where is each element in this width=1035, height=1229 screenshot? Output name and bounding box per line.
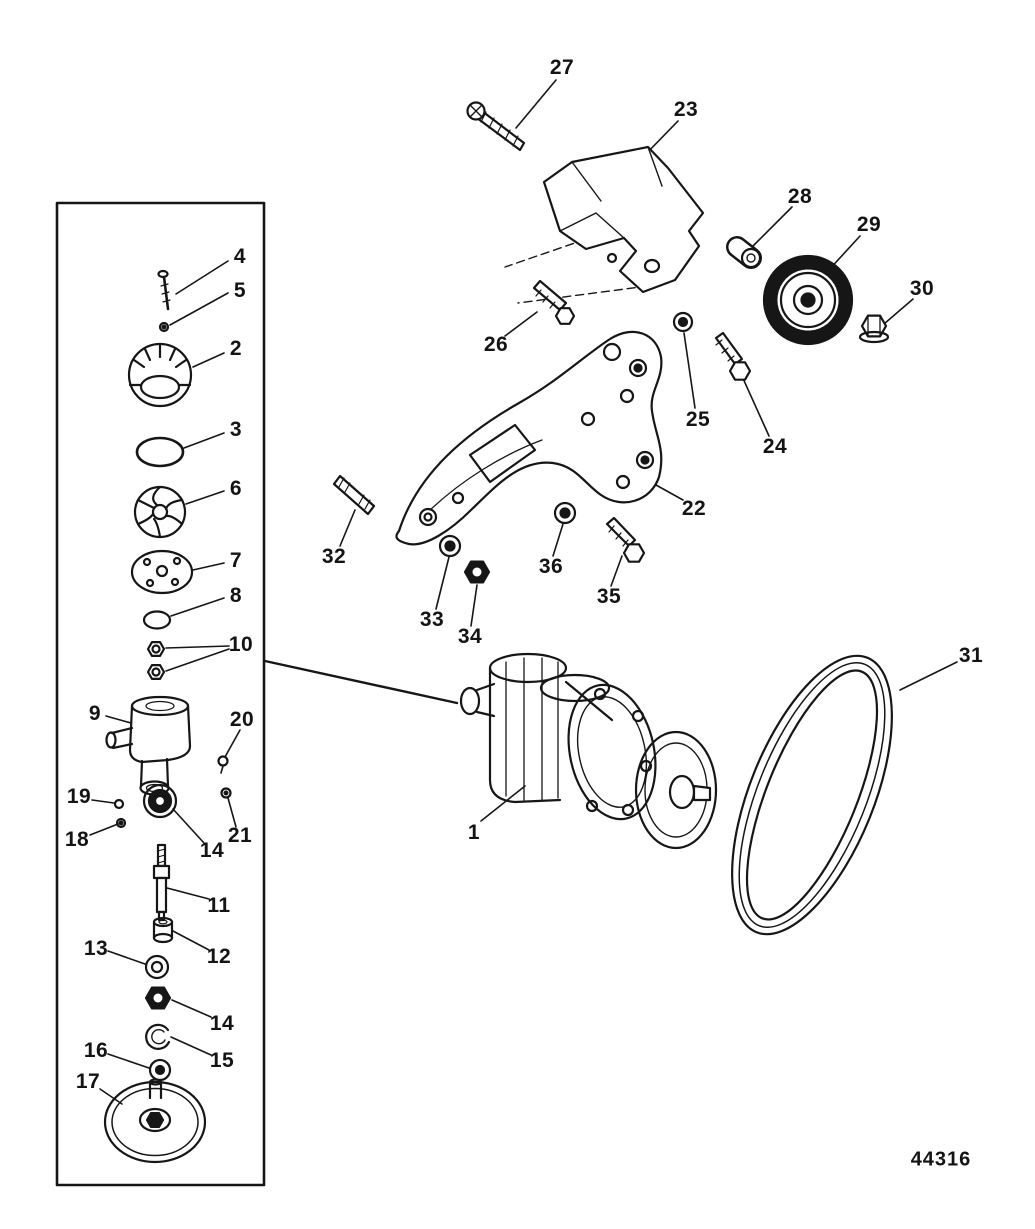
- part-plate-7: [130, 549, 194, 595]
- part-screw-27: [466, 101, 526, 152]
- part-washer-25: [672, 311, 694, 333]
- part-flange-nut-30: [858, 314, 890, 344]
- callout-14-lower: 14: [209, 1012, 235, 1035]
- part-washer-36: [553, 501, 577, 525]
- part-washer-5: [158, 321, 170, 333]
- callout-27: 27: [549, 56, 575, 79]
- callout-25: 25: [685, 408, 711, 431]
- callout-16: 16: [83, 1039, 109, 1062]
- callout-31: 31: [958, 644, 984, 667]
- part-nut-34: [463, 560, 491, 584]
- part-washer-13: [144, 954, 170, 980]
- part-impeller-6: [133, 485, 187, 539]
- callout-33: 33: [419, 608, 445, 631]
- callout-20: 20: [229, 708, 255, 731]
- callout-11: 11: [207, 894, 231, 917]
- part-seal-14-upper: [142, 783, 178, 819]
- part-nut-14-lower: [144, 986, 172, 1010]
- callout-32: 32: [321, 545, 347, 568]
- part-pulley-17: [103, 1078, 207, 1164]
- left-panel-box: [55, 201, 266, 1187]
- callout-36: 36: [538, 555, 564, 578]
- part-bolt-24: [714, 331, 752, 381]
- part-washer-33: [438, 534, 462, 558]
- callout-2: 2: [229, 337, 243, 360]
- part-washer-19: [113, 798, 125, 810]
- callout-5: 5: [233, 279, 247, 302]
- part-bushing-12: [152, 916, 174, 944]
- part-washer-16: [148, 1058, 172, 1082]
- part-bracket-23: [542, 145, 705, 294]
- callout-3: 3: [229, 418, 243, 441]
- part-nuts-10: [146, 640, 166, 681]
- callout-30: 30: [909, 277, 935, 300]
- callout-14-upper: 14: [199, 839, 225, 862]
- callout-4: 4: [233, 245, 247, 268]
- part-oring-8: [142, 610, 172, 630]
- part-shaft-11: [152, 843, 171, 922]
- callout-15: 15: [209, 1049, 235, 1072]
- callout-8: 8: [229, 584, 243, 607]
- part-cover-2: [127, 342, 193, 408]
- callout-26: 26: [483, 333, 509, 356]
- callout-10: 10: [228, 633, 254, 656]
- part-bolt-35: [605, 516, 646, 563]
- callout-1: 1: [467, 821, 481, 844]
- part-oring-3: [135, 436, 185, 468]
- callout-18: 18: [64, 828, 90, 851]
- part-pump-assembly-1: [459, 652, 718, 850]
- part-washer-18: [115, 817, 127, 829]
- callout-21: 21: [227, 824, 253, 847]
- part-spacer-28: [726, 236, 762, 269]
- part-bolt-26: [532, 279, 576, 325]
- figure-number: 44316: [910, 1148, 972, 1171]
- part-stud-32: [332, 474, 376, 516]
- part-snap-ring-15: [145, 1023, 171, 1050]
- callout-23: 23: [673, 98, 699, 121]
- callout-13: 13: [83, 937, 109, 960]
- part-bracket-arm-22: [395, 330, 663, 546]
- callout-35: 35: [596, 585, 622, 608]
- callout-24: 24: [762, 435, 788, 458]
- callout-12: 12: [206, 945, 232, 968]
- callout-34: 34: [457, 625, 483, 648]
- part-tensioner-pulley-29: [762, 254, 854, 346]
- callout-9: 9: [88, 702, 102, 725]
- part-housing-9: [105, 695, 192, 796]
- callout-28: 28: [787, 185, 813, 208]
- callout-7: 7: [229, 549, 243, 572]
- callout-6: 6: [229, 477, 243, 500]
- part-belt-31: [731, 654, 893, 936]
- part-fitting-21: [220, 787, 232, 799]
- callout-29: 29: [856, 213, 882, 236]
- callout-22: 22: [681, 497, 707, 520]
- part-screw-4: [157, 269, 171, 311]
- callout-19: 19: [66, 785, 92, 808]
- callout-17: 17: [75, 1070, 101, 1093]
- part-screw-20: [217, 755, 229, 774]
